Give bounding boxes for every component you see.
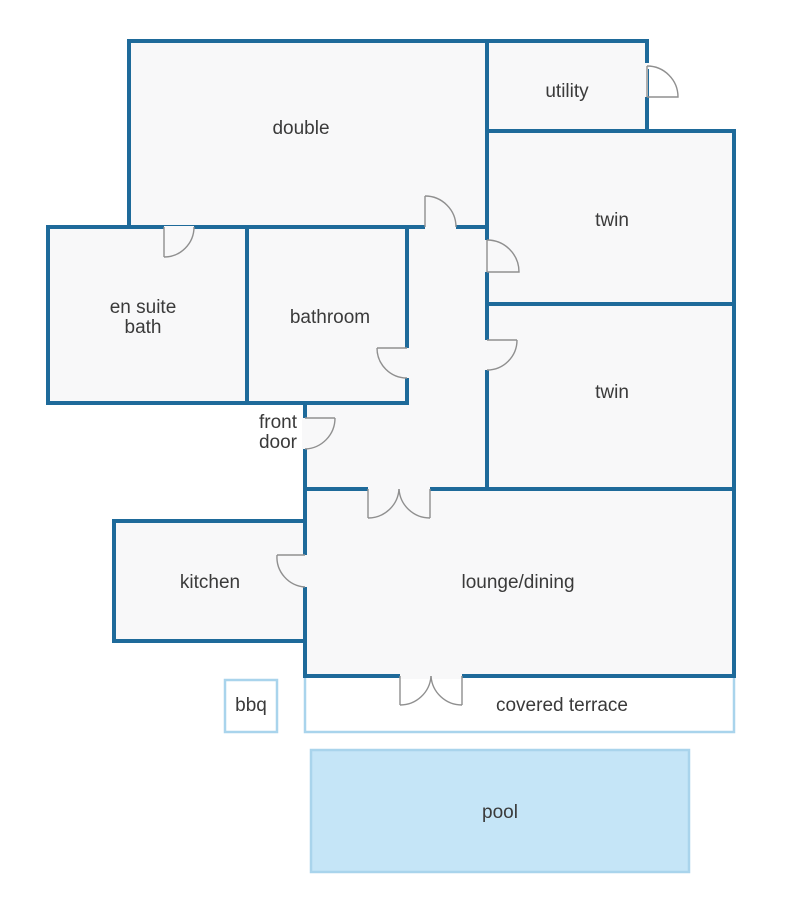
label-twin-upper: twin: [595, 210, 629, 231]
door-twin-upper: [486, 239, 520, 273]
label-covered-terrace: covered terrace: [496, 695, 628, 716]
room-bathroom: [245, 225, 409, 405]
door-kitchen: [276, 554, 306, 588]
door-double: [424, 195, 457, 228]
front-door: [304, 417, 336, 450]
covered-terrace: [303, 674, 736, 734]
label-kitchen: kitchen: [180, 572, 240, 593]
door-bathroom: [376, 347, 408, 379]
label-en-suite-line2: bath: [125, 317, 162, 338]
door-twin-lower: [486, 339, 518, 371]
bbq-area: [223, 678, 279, 734]
label-pool: pool: [482, 802, 518, 823]
door-terrace: [399, 675, 463, 706]
label-double: double: [272, 118, 329, 139]
door-en-suite: [163, 226, 195, 258]
label-front-door-line2: door: [259, 432, 298, 453]
door-lounge-hall: [367, 488, 431, 519]
room-lounge-dining: [303, 487, 736, 678]
label-en-suite-line1: en suite: [110, 297, 177, 318]
label-bathroom: bathroom: [290, 307, 370, 328]
pool: [309, 748, 691, 874]
door-utility-exterior: [646, 65, 679, 98]
label-lounge-dining: lounge/dining: [461, 572, 574, 593]
label-utility: utility: [545, 81, 589, 102]
label-front-door-line1: front: [259, 412, 298, 433]
label-bbq: bbq: [235, 695, 267, 716]
room-en-suite: [46, 225, 249, 405]
room-twin-lower: [485, 302, 736, 491]
label-twin-lower: twin: [595, 382, 629, 403]
